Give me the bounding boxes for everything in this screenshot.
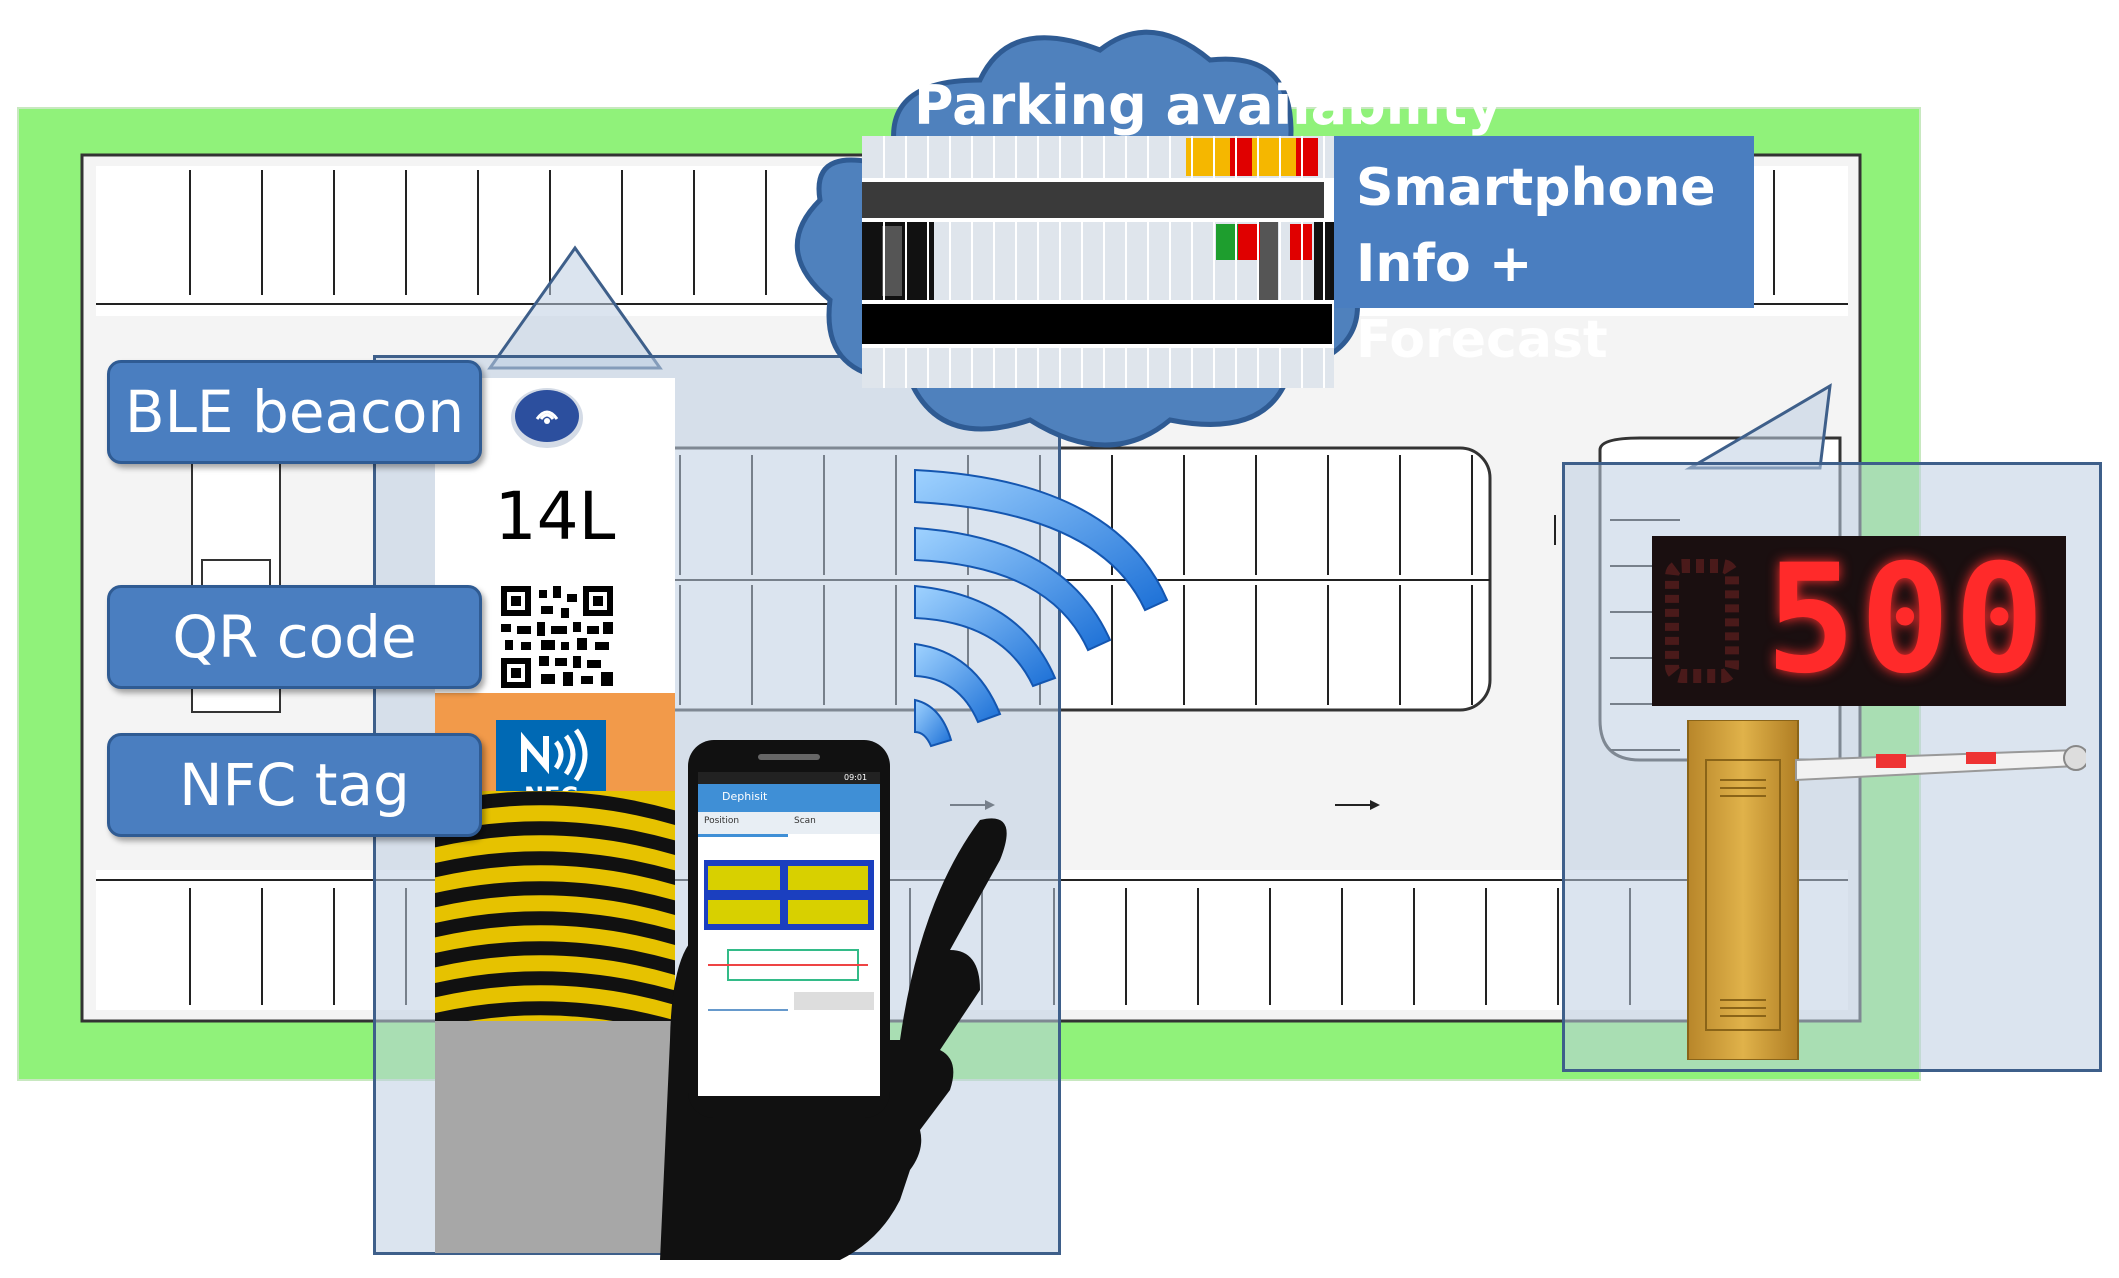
phone-tab-scan[interactable]: Scan	[794, 816, 816, 826]
ble-beacon-icon	[511, 388, 583, 448]
availability-grid	[862, 136, 1334, 388]
smartphone-info-box: Smartphone Info + Forecast	[1334, 136, 1754, 370]
cloud-title: Parking availability	[914, 74, 1503, 137]
spot-code: 14L	[494, 478, 616, 555]
left-callout-pointer	[470, 240, 670, 370]
qr-code-text: QR code	[172, 603, 417, 671]
right-callout-pointer	[1680, 380, 1840, 470]
qr-code-label: QR code	[107, 585, 482, 689]
gray-ground	[435, 1021, 675, 1253]
barrier-gate-icon	[1676, 720, 2086, 1060]
led-counter-icon: 500	[1652, 536, 2066, 706]
phone-app-name: Dephisit	[722, 790, 768, 803]
ble-beacon-label: BLE beacon	[107, 360, 482, 464]
smartphone-icon: Dephisit 09:01 Position Scan	[688, 740, 890, 1118]
ble-beacon-text: BLE beacon	[124, 378, 465, 446]
qr-code-icon	[501, 586, 613, 688]
led-counter-value: 500	[1765, 533, 2049, 707]
nfc-tag-text: NFC tag	[179, 751, 410, 819]
phone-tab-position[interactable]: Position	[704, 816, 740, 826]
nfc-tag-label: NFC tag	[107, 733, 482, 837]
smartphone-line1: Smartphone	[1356, 158, 1716, 218]
smartphone-line2: Info + Forecast	[1356, 234, 1608, 370]
wifi-signal-icon	[905, 450, 1185, 760]
hand-icon	[600, 740, 1020, 1260]
phone-status-time: 09:01	[844, 773, 868, 782]
